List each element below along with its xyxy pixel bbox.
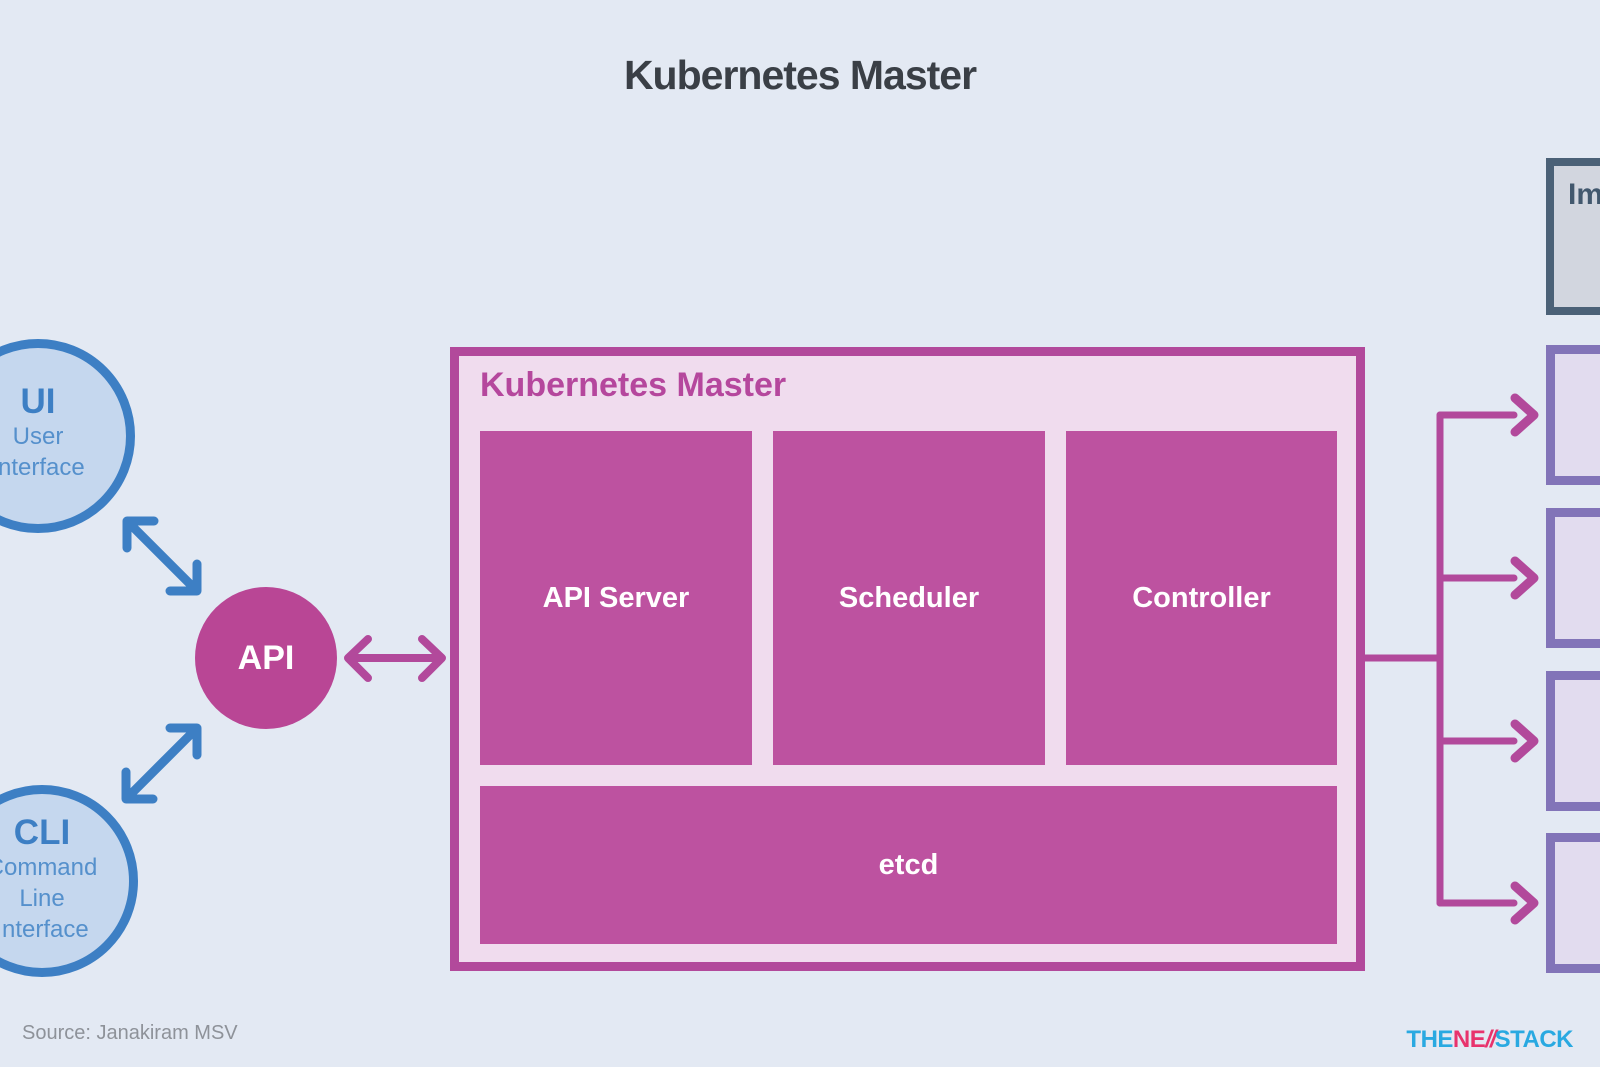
node-box-1 <box>1546 345 1600 485</box>
connector-arrowheads <box>1510 393 1539 925</box>
page-title: Kubernetes Master <box>623 52 977 98</box>
etcd-box: etcd <box>480 786 1337 944</box>
connector-arrowhead-2 <box>1510 556 1539 600</box>
ui-sub-line1: User <box>12 423 64 450</box>
cli-api-arrow <box>121 723 202 804</box>
connector-arrowhead-1 <box>1510 393 1539 437</box>
logo-part-stack: STACK <box>1494 1026 1574 1053</box>
kubernetes-master-box: Kubernetes Master API Server Scheduler C… <box>450 347 1365 971</box>
kubernetes-master-label: Kubernetes Master <box>480 366 787 404</box>
node-box-2 <box>1546 508 1600 648</box>
scheduler-box: Scheduler <box>773 431 1045 765</box>
api-label: API <box>237 638 295 677</box>
ui-circle-text: UI User Interface <box>0 383 85 483</box>
controller-label: Controller <box>1132 581 1271 614</box>
connector-arrowhead-3 <box>1510 719 1539 763</box>
ui-sub-line2: Interface <box>0 454 85 481</box>
logo-part-the: THE <box>1406 1026 1453 1053</box>
source-attribution: Source: Janakiram MSV <box>22 1022 238 1044</box>
master-nodes-connector <box>1361 411 1518 907</box>
scheduler-label: Scheduler <box>838 581 980 614</box>
cli-circle: CLI Command Line Interface <box>0 785 138 977</box>
cli-sub-line1: Command <box>0 853 98 881</box>
cli-sub-line3: Interface <box>0 915 89 943</box>
ui-circle: UI User Interface <box>0 339 135 533</box>
image-registry-label: Im <box>1568 178 1600 211</box>
logo-part-ne: NE <box>1452 1026 1486 1053</box>
api-master-arrow <box>344 635 446 682</box>
ui-abbr-label: UI <box>20 382 56 421</box>
api-circle: API <box>195 587 337 729</box>
thenewstack-logo: THENE//STACK <box>1406 1026 1573 1054</box>
node-box-3 <box>1546 671 1600 811</box>
controller-box: Controller <box>1066 431 1337 765</box>
ui-api-arrow <box>122 516 202 596</box>
etcd-label: etcd <box>878 848 939 881</box>
cli-abbr-label: CLI <box>13 812 71 852</box>
cli-sub-line2: Line <box>19 884 65 912</box>
connector-arrowhead-4 <box>1510 881 1539 925</box>
cli-circle-text: CLI Command Line Interface <box>0 812 98 945</box>
api-server-box: API Server <box>480 431 752 765</box>
image-registry-box: Im <box>1546 158 1600 315</box>
node-box-4 <box>1546 833 1600 973</box>
api-server-label: API Server <box>542 581 690 614</box>
logo-slash-w-icon: // <box>1485 1026 1496 1053</box>
